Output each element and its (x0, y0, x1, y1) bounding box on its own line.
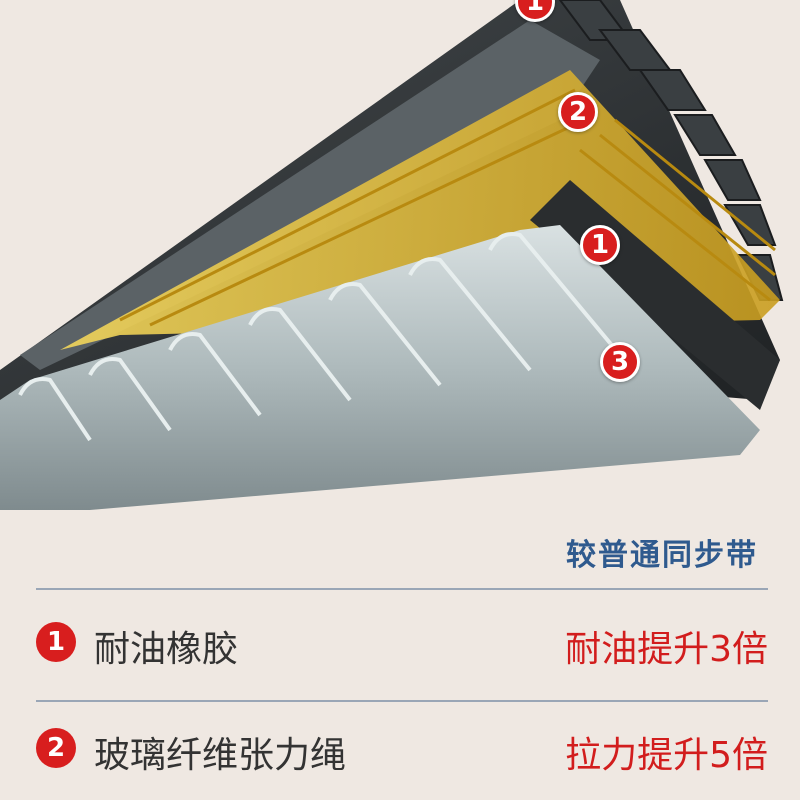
feature-number-badge: 2 (36, 728, 76, 768)
timing-belt-illustration (0, 0, 784, 510)
rear-rubber-teeth (558, 0, 784, 301)
badge-3: 3 (600, 342, 640, 382)
feature-label: 玻璃纤维张力绳 (94, 735, 347, 776)
feature-benefit: 拉力提升5倍 (565, 735, 768, 776)
feature-row-oil: 1 耐油橡胶 耐油提升3倍 (36, 612, 768, 672)
feature-row-cord: 2 玻璃纤维张力绳 拉力提升5倍 (36, 718, 768, 778)
feature-label: 耐油橡胶 (94, 629, 239, 670)
comparison-subtitle: 较普通同步带 (566, 538, 758, 573)
rubber-mid-layer (20, 20, 600, 370)
feature-benefit: 耐油提升3倍 (565, 629, 768, 670)
divider-top (36, 588, 768, 590)
tension-cord-strands (119, 88, 776, 327)
fabric-tooth-ridges (18, 232, 622, 442)
badge-2: 2 (558, 92, 598, 132)
badge-1-mid: 1 (580, 225, 620, 265)
divider-middle (36, 700, 768, 702)
feature-number-badge: 1 (36, 622, 76, 662)
